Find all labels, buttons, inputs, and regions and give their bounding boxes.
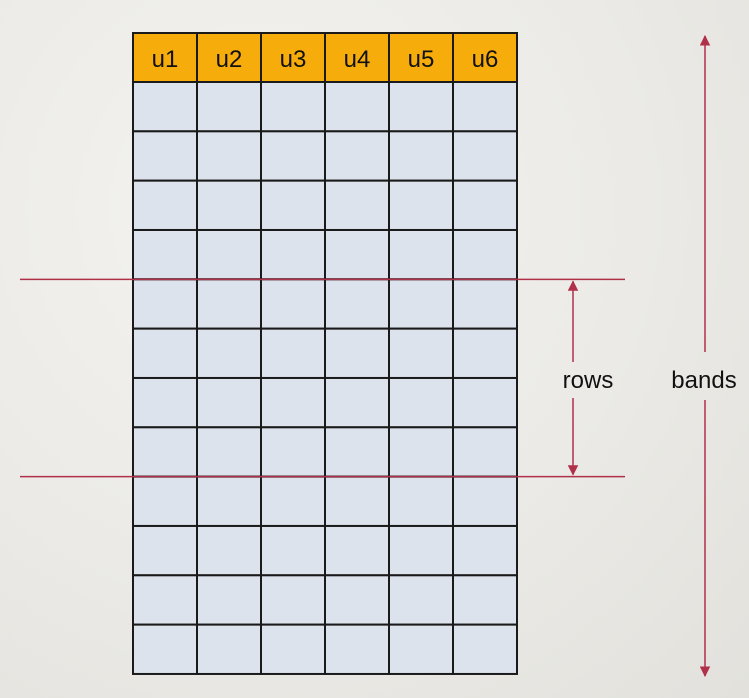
matrix-cell (260, 228, 326, 281)
matrix-cell (196, 130, 262, 182)
matrix-cell (196, 426, 262, 478)
matrix-cell (452, 524, 518, 577)
matrix-cell (388, 327, 454, 379)
matrix-cell (388, 524, 454, 577)
matrix-cell (324, 81, 390, 133)
matrix-cell (324, 475, 390, 527)
matrix-cell (452, 426, 518, 478)
matrix-cell (260, 623, 326, 675)
matrix-cell (196, 81, 262, 133)
matrix-cell (452, 278, 518, 330)
rows-label: rows (563, 367, 614, 394)
matrix-cell (452, 376, 518, 429)
matrix-cell (324, 426, 390, 478)
matrix-cell (196, 623, 262, 675)
matrix-cell (388, 81, 454, 133)
matrix-cell (452, 130, 518, 182)
matrix-cell (324, 130, 390, 182)
header-cell-u2 (196, 32, 262, 83)
matrix-cell (132, 376, 198, 429)
matrix-cell (260, 524, 326, 577)
matrix-cell (196, 327, 262, 379)
matrix-cell (452, 179, 518, 231)
matrix-cell (388, 228, 454, 281)
matrix-cell (452, 623, 518, 675)
header-cell-u1 (132, 32, 198, 83)
matrix-cell (196, 278, 262, 330)
matrix-cell (260, 278, 326, 330)
column-label-u4: u4 (344, 46, 371, 73)
matrix-cell (388, 376, 454, 429)
matrix-header: u1 u2 u3 u4 u5 u6 (132, 32, 518, 83)
matrix-cell (132, 179, 198, 231)
matrix-cell (452, 327, 518, 379)
matrix-cell (196, 524, 262, 577)
matrix-cell (388, 130, 454, 182)
matrix-cell (452, 81, 518, 133)
matrix-cell (132, 278, 198, 330)
matrix-cell (260, 327, 326, 379)
matrix-cell (324, 278, 390, 330)
matrix-cell (388, 278, 454, 330)
matrix-cell (196, 475, 262, 527)
matrix-cell (324, 228, 390, 281)
matrix-cell (132, 524, 198, 577)
matrix-cell (132, 475, 198, 527)
matrix-cell (132, 623, 198, 675)
matrix-cell (196, 574, 262, 626)
matrix-cell (324, 623, 390, 675)
matrix-cell (388, 574, 454, 626)
matrix-cell (260, 130, 326, 182)
header-cell-u6 (452, 32, 518, 83)
bands-label: bands (671, 367, 736, 394)
matrix-cell (132, 327, 198, 379)
column-label-u2: u2 (216, 46, 243, 73)
matrix-cell (132, 130, 198, 182)
matrix-cell (260, 475, 326, 527)
matrix-cell (196, 179, 262, 231)
matrix-cell (324, 376, 390, 429)
matrix-cell (260, 376, 326, 429)
matrix-cell (388, 475, 454, 527)
matrix-cell (324, 524, 390, 577)
matrix-cell (260, 426, 326, 478)
matrix-cell (132, 228, 198, 281)
matrix-cell (260, 179, 326, 231)
matrix-cell (324, 327, 390, 379)
matrix-cell (196, 228, 262, 281)
header-cell-u5 (388, 32, 454, 83)
matrix-cell (132, 81, 198, 133)
matrix-cell (260, 81, 326, 133)
matrix-cell (132, 426, 198, 478)
column-label-u1: u1 (152, 46, 179, 73)
matrix-cell (388, 426, 454, 478)
column-label-u6: u6 (472, 46, 499, 73)
matrix-cell (324, 179, 390, 231)
header-cell-u3 (260, 32, 326, 83)
matrix-cell (196, 376, 262, 429)
matrix-cell (388, 623, 454, 675)
matrix-cell (452, 574, 518, 626)
matrix-cell (452, 228, 518, 281)
matrix-body (132, 81, 518, 675)
matrix-cell (388, 179, 454, 231)
matrix-cell (452, 475, 518, 527)
matrix-cell (324, 574, 390, 626)
matrix-cell (132, 574, 198, 626)
column-label-u5: u5 (408, 46, 435, 73)
column-label-u3: u3 (280, 46, 307, 73)
matrix-cell (260, 574, 326, 626)
